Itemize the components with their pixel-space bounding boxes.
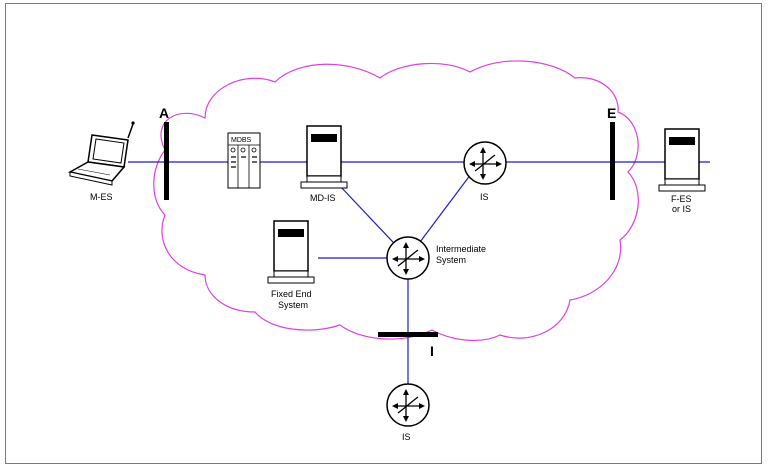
laptop-icon bbox=[67, 121, 135, 186]
label-is-bottom: IS bbox=[402, 432, 411, 442]
label-mdbs: MDBS bbox=[231, 137, 252, 144]
network-cloud bbox=[153, 60, 639, 341]
base-station-icon bbox=[227, 132, 261, 189]
segment-bar-i bbox=[378, 332, 438, 337]
router-icon bbox=[463, 141, 507, 185]
segment-bar-e bbox=[610, 122, 615, 200]
label-md-is: MD-IS bbox=[310, 193, 336, 203]
segment-label-a: A bbox=[159, 105, 169, 121]
label-intermediate: Intermediate bbox=[436, 244, 486, 254]
label-fixed-system: System bbox=[278, 300, 308, 310]
segment-label-e: E bbox=[607, 105, 616, 121]
label-fixed-end: Fixed End bbox=[271, 289, 312, 299]
server-icon bbox=[300, 125, 348, 189]
diagram-frame bbox=[5, 3, 762, 464]
segment-label-i: I bbox=[430, 343, 434, 359]
router-icon bbox=[386, 236, 430, 280]
label-or-is: or IS bbox=[672, 204, 691, 214]
label-f-es: F-ES bbox=[671, 194, 692, 204]
label-system: System bbox=[436, 255, 466, 265]
server-icon bbox=[267, 220, 315, 284]
label-m-es: M-ES bbox=[90, 192, 113, 202]
server-icon bbox=[658, 128, 706, 192]
label-is-top: IS bbox=[480, 192, 489, 202]
network-links bbox=[128, 161, 710, 405]
router-icon bbox=[386, 383, 430, 427]
segment-bar-a bbox=[164, 122, 169, 200]
